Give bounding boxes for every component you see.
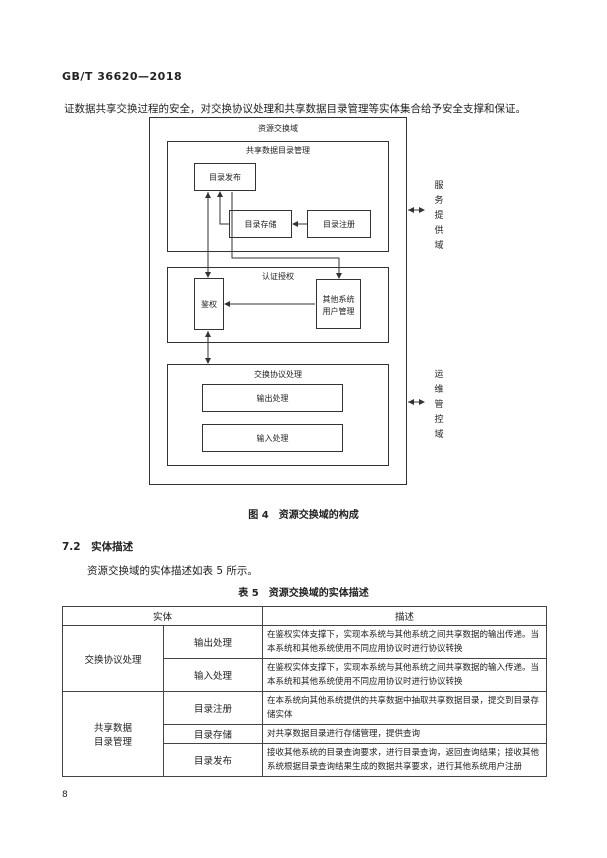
authz-box [194, 278, 224, 330]
catalog-group-box [167, 141, 389, 252]
intro-text: 证数据共享交换过程的安全，对交换协议处理和共享数据目录管理等实体集合给予安全支撑… [64, 103, 526, 115]
header-description: 描述 [262, 606, 547, 626]
catalog-group-title: 共享数据目录管理 [246, 146, 310, 155]
catalog-storage-label: 目录存储 [244, 220, 277, 229]
user-mgmt-label-1: 其他系统 [322, 295, 355, 304]
description-cell: 在本系统向其他系统提供的共享数据中抽取共享数据目录，提交到目录存储实体 [262, 691, 547, 725]
group-catalog: 共享数据目录管理 [62, 691, 164, 777]
group-protocol: 交换协议处理 [62, 625, 164, 692]
description-cell: 对共享数据目录进行存储管理，提供查询 [262, 724, 547, 744]
header-entity: 实体 [62, 606, 263, 626]
ops-domain-label: 运维管控域 [434, 370, 444, 440]
table-row: 共享数据目录管理 目录注册 在本系统向其他系统提供的共享数据中抽取共享数据目录，… [62, 691, 547, 777]
protocol-group-title: 交换协议处理 [254, 370, 302, 379]
entity-cell: 输入处理 [163, 658, 263, 692]
page-number: 8 [62, 790, 68, 800]
table-caption: 表 5 资源交换域的实体描述 [238, 588, 369, 599]
catalog-storage-box [229, 210, 292, 238]
entity-cell: 目录存储 [163, 724, 263, 744]
auth-group-title: 认证授权 [262, 272, 294, 281]
table-header-row: 实体 描述 [62, 606, 547, 626]
standard-id: GB/T 36620—2018 [62, 70, 183, 83]
user-mgmt-box [316, 279, 361, 329]
section-title: 7.2 实体描述 [62, 541, 134, 553]
catalog-publish-box [194, 163, 256, 191]
description-cell: 接收其他系统的目录查询要求，进行目录查询，返回查询结果；接收其他系统根据目录查询… [262, 743, 547, 777]
protocol-group-box [167, 364, 389, 466]
catalog-publish-label: 目录发布 [209, 173, 241, 182]
catalog-register-box [307, 210, 371, 238]
table-row: 输入处理 在鉴权实体支撑下，实现本系统与其他系统之间共享数据的输入传递。当本系统… [63, 658, 547, 692]
description-cell: 在鉴权实体支撑下，实现本系统与其他系统之间共享数据的输入传递。当本系统和其他系统… [262, 658, 547, 692]
input-proc-label: 输入处理 [256, 434, 289, 443]
authz-label: 鉴权 [201, 300, 217, 309]
auth-group-box [167, 267, 389, 343]
output-proc-label: 输出处理 [256, 394, 289, 403]
resource-exchange-domain-box [149, 117, 407, 485]
output-proc-box [202, 384, 343, 412]
entity-table: 实体 描述 交换协议处理 输出处理 在鉴权实体支撑下，实现本系统与其他系统之间共… [62, 606, 547, 777]
entity-cell: 输出处理 [163, 625, 263, 659]
user-mgmt-label-2: 用户管理 [322, 307, 355, 316]
catalog-register-label: 目录注册 [323, 220, 355, 229]
entity-cell: 目录发布 [163, 743, 263, 777]
entity-cell: 目录注册 [163, 691, 263, 725]
figure-caption: 图 4 资源交换域的构成 [248, 510, 359, 521]
service-domain-label: 服务提供域 [434, 181, 444, 251]
table-row: 目录发布 接收其他系统的目录查询要求，进行目录查询，返回查询结果；接收其他系统根… [63, 743, 547, 777]
outer-title: 资源交换域 [258, 124, 298, 133]
description-cell: 在鉴权实体支撑下，实现本系统与其他系统之间共享数据的输出传递。当本系统和其他系统… [262, 625, 547, 659]
section-paragraph: 资源交换域的实体描述如表 5 所示。 [87, 565, 258, 577]
table-row: 交换协议处理 输出处理 在鉴权实体支撑下，实现本系统与其他系统之间共享数据的输出… [62, 625, 547, 692]
input-proc-box [202, 424, 343, 452]
table-row: 目录存储 对共享数据目录进行存储管理，提供查询 [63, 724, 547, 744]
